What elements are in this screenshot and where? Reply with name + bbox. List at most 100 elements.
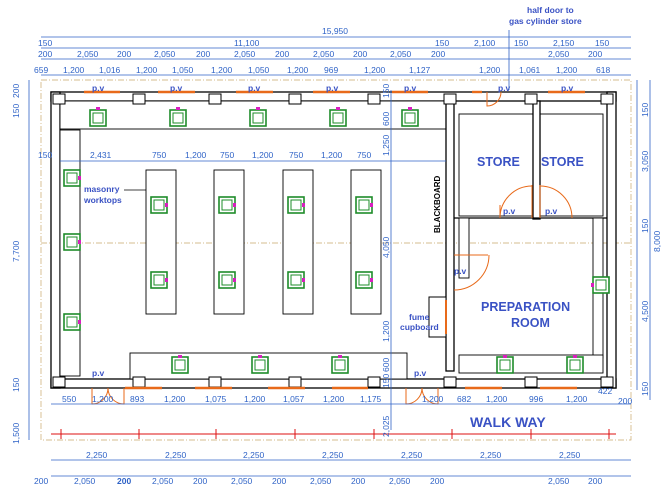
dim-top1: 2,150 [553, 38, 575, 48]
dim-top1: 150 [595, 38, 609, 48]
prep-room-label: PREPARATION [481, 300, 570, 314]
store-label: STORE [541, 155, 584, 169]
dim-bottom: 893 [130, 394, 144, 404]
dim-right: 3,050 [640, 150, 650, 172]
dim-bays: 2,250 [322, 450, 344, 460]
dim-right: 4,500 [640, 300, 650, 322]
dim-top3: 1,016 [99, 65, 121, 75]
island-worktops [145, 169, 382, 315]
dim-center: 1,250 [381, 134, 391, 156]
dim-top3: 1,200 [556, 65, 578, 75]
dim-top1: 150 [435, 38, 449, 48]
prep-room-label: ROOM [511, 316, 550, 330]
dim-bottom: 550 [62, 394, 76, 404]
dim-right: 150 [640, 103, 650, 117]
dim-bottom: 1,200 [244, 394, 266, 404]
dim-left: 7,700 [11, 240, 21, 262]
dim-inner: 750 [357, 150, 371, 160]
pv-label: p.v [92, 83, 105, 93]
dim-top1: 150 [514, 38, 528, 48]
dim-top2: 200 [275, 49, 289, 59]
dim-bays: 2,250 [86, 450, 108, 460]
dim-bottom: 1,200 [566, 394, 588, 404]
dim-bottom: 1,200 [92, 394, 114, 404]
pv-label: p.v [170, 83, 183, 93]
dim-overall: 15,950 [322, 26, 348, 36]
dim-left: 150 [11, 378, 21, 392]
dim-bays: 2,250 [165, 450, 187, 460]
dim-inner: 750 [220, 150, 234, 160]
dim-last: 2,050 [548, 476, 570, 486]
dim-bottom: 1,075 [205, 394, 227, 404]
dim-inner: 2,431 [90, 150, 112, 160]
dim-top3: 1,127 [409, 65, 431, 75]
dim-left: 150 [11, 104, 21, 118]
dim-last: 200 [117, 476, 131, 486]
dim-right: 150 [640, 219, 650, 233]
dim-inner: 1,200 [252, 150, 274, 160]
pv-label: p.v [498, 83, 511, 93]
dim-bottom: 200 [618, 396, 632, 406]
dim-top2: 2,050 [77, 49, 99, 59]
dim-top2: 2,050 [234, 49, 256, 59]
dim-top2: 200 [588, 49, 602, 59]
dim-center: 4,050 [381, 236, 391, 258]
dim-center: 150 [381, 374, 391, 388]
dim-top2: 200 [431, 49, 445, 59]
dim-left: 1,500 [11, 422, 21, 444]
dim-bottom: 1,057 [283, 394, 305, 404]
dim-top3: 659 [34, 65, 48, 75]
dim-top1: 2,100 [474, 38, 496, 48]
dim-right: 8,000 [652, 230, 662, 252]
pv-label: p.v [454, 266, 467, 276]
dim-bottom: 682 [457, 394, 471, 404]
dim-top3: 969 [324, 65, 338, 75]
dim-bottom: 422 [598, 386, 612, 396]
dim-bays: 2,250 [243, 450, 265, 460]
dim-bottom: 1,200 [164, 394, 186, 404]
dim-top3: 1,200 [63, 65, 85, 75]
pv-label: p.v [326, 83, 339, 93]
dim-inner: 750 [152, 150, 166, 160]
dim-last: 200 [272, 476, 286, 486]
dim-top3: 1,061 [519, 65, 541, 75]
dim-top3: 1,200 [364, 65, 386, 75]
walkway-label: WALK WAY [470, 414, 546, 430]
dim-last: 2,050 [152, 476, 174, 486]
dim-left: 200 [11, 84, 21, 98]
dim-top2: 2,050 [313, 49, 335, 59]
dim-top3: 1,200 [211, 65, 233, 75]
blackboard-label: BLACKBOARD [433, 175, 442, 233]
masonry-note: worktops [83, 195, 122, 205]
dim-top3: 1,050 [248, 65, 270, 75]
dim-top3: 1,200 [136, 65, 158, 75]
dim-center: 1,200 [381, 320, 391, 342]
fume-note: cupboard [400, 322, 439, 332]
dim-bottom: 996 [529, 394, 543, 404]
dim-top2: 2,050 [154, 49, 176, 59]
dim-last: 200 [351, 476, 365, 486]
dim-inner: 1,200 [185, 150, 207, 160]
dim-last: 200 [430, 476, 444, 486]
dim-last: 200 [588, 476, 602, 486]
dim-bottom: 1,200 [422, 394, 444, 404]
dim-top3: 1,200 [287, 65, 309, 75]
dim-bottom: 1,200 [323, 394, 345, 404]
pv-label: p.v [414, 368, 427, 378]
masonry-note: masonry [84, 184, 120, 194]
dim-bays: 2,250 [480, 450, 502, 460]
sinks [63, 109, 610, 374]
dim-top1: 150 [38, 38, 52, 48]
dim-last: 2,050 [389, 476, 411, 486]
dim-top3: 1,200 [479, 65, 501, 75]
dim-top1: 11,100 [234, 38, 260, 48]
dim-top2: 200 [353, 49, 367, 59]
half-door-note: half door to [527, 5, 574, 15]
pv-label: p.v [92, 368, 105, 378]
dim-top2: 2,050 [548, 49, 570, 59]
dim-bottom: 1,200 [486, 394, 508, 404]
dim-center: 600 [381, 112, 391, 126]
walls [50, 91, 617, 389]
dim-inner: 1,200 [321, 150, 343, 160]
dimension-lines [28, 36, 651, 477]
